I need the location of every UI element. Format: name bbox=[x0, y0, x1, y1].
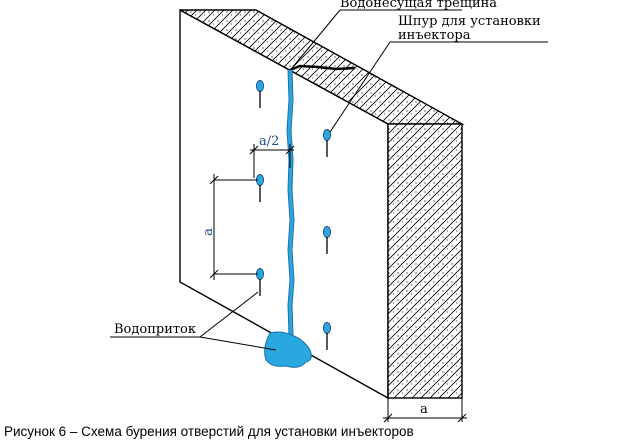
borehole bbox=[322, 226, 332, 254]
inflow-label: Водоприток bbox=[114, 322, 196, 337]
water-crack-fill bbox=[287, 69, 294, 336]
borehole-label-line1: Шпур для установки bbox=[398, 14, 541, 29]
half-spacing-label: a/2 bbox=[259, 134, 279, 149]
figure-caption: Рисунок 6 – Схема бурения отверстий для … bbox=[4, 424, 414, 439]
thickness-label: a bbox=[420, 402, 428, 417]
borehole-label-line2: инъектора bbox=[398, 28, 471, 43]
borehole bbox=[255, 174, 265, 202]
crack-label: Водонесущая трещина bbox=[340, 0, 497, 11]
crack-leader bbox=[291, 9, 462, 69]
inflow-leader bbox=[110, 291, 277, 351]
borehole bbox=[322, 322, 332, 350]
water-puddle bbox=[264, 331, 312, 368]
borehole bbox=[255, 80, 265, 108]
spacing-label: a bbox=[201, 228, 216, 236]
wall-side-section bbox=[387, 123, 463, 399]
crack-top bbox=[289, 64, 356, 72]
thickness-dimension bbox=[383, 398, 467, 423]
spacing-dimension bbox=[209, 174, 258, 280]
borehole-leader bbox=[329, 41, 548, 133]
borehole bbox=[255, 268, 265, 296]
borehole bbox=[322, 129, 332, 157]
half-spacing-dimension bbox=[249, 144, 295, 178]
